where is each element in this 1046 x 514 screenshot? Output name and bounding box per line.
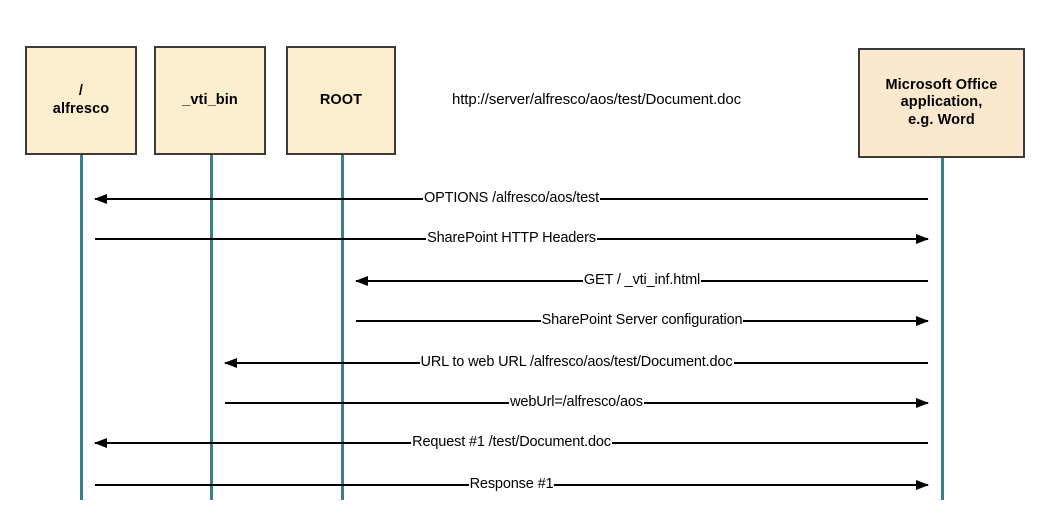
message-line-right bbox=[600, 198, 928, 200]
message-1: OPTIONS /alfresco/aos/test bbox=[94, 188, 928, 210]
participant-root[interactable]: ROOT bbox=[286, 46, 396, 155]
arrow-head-left-icon bbox=[94, 194, 107, 204]
message-line-left bbox=[94, 194, 423, 204]
arrow-head-right-icon bbox=[916, 480, 929, 490]
participant-office[interactable]: Microsoft Office application, e.g. Word bbox=[858, 48, 1025, 158]
message-label: GET / _vti_inf.html bbox=[583, 271, 701, 288]
message-4: SharePoint Server configuration bbox=[356, 310, 930, 332]
message-line-right bbox=[733, 362, 929, 364]
arrow-head-right-icon bbox=[916, 316, 930, 326]
participant-vti_bin[interactable]: _vti_bin bbox=[154, 46, 266, 155]
arrow-head-left-icon bbox=[224, 358, 237, 368]
message-line-left bbox=[224, 358, 420, 368]
message-label: OPTIONS /alfresco/aos/test bbox=[424, 189, 599, 206]
lifeline-vti_bin bbox=[210, 155, 213, 500]
arrow-head-left-icon bbox=[94, 438, 107, 448]
message-label: URL to web URL /alfresco/aos/test/Docume… bbox=[420, 353, 733, 370]
participant-alfresco[interactable]: / alfresco bbox=[25, 46, 137, 155]
lifeline-office bbox=[941, 158, 944, 500]
message-6: webUrl=/alfresco/aos bbox=[225, 392, 930, 414]
message-line-left bbox=[356, 320, 541, 322]
message-line-right bbox=[643, 398, 930, 408]
arrow-head-right-icon bbox=[916, 234, 930, 244]
lifeline-root bbox=[341, 155, 344, 500]
document-url-label: http://server/alfresco/aos/test/Document… bbox=[452, 91, 742, 108]
message-line-left bbox=[94, 438, 412, 448]
message-5: URL to web URL /alfresco/aos/test/Docume… bbox=[224, 352, 929, 374]
message-line-left bbox=[355, 276, 583, 286]
message-2: SharePoint HTTP Headers bbox=[95, 228, 930, 250]
message-line-right bbox=[611, 442, 929, 444]
message-line-right bbox=[701, 280, 928, 282]
message-line-left bbox=[225, 402, 510, 404]
message-label: webUrl=/alfresco/aos bbox=[510, 393, 643, 410]
message-line-right bbox=[554, 480, 929, 490]
message-label: SharePoint HTTP Headers bbox=[427, 229, 596, 246]
message-label: Request #1 /test/Document.doc bbox=[412, 433, 611, 450]
message-3: GET / _vti_inf.html bbox=[355, 270, 928, 292]
arrow-head-left-icon bbox=[355, 276, 368, 286]
message-label: SharePoint Server configuration bbox=[541, 311, 743, 328]
message-line-left bbox=[95, 484, 469, 486]
message-line-right bbox=[743, 316, 930, 326]
message-line-right bbox=[596, 234, 930, 244]
message-7: Request #1 /test/Document.doc bbox=[94, 432, 929, 454]
message-8: Response #1 bbox=[95, 474, 929, 496]
message-line-left bbox=[95, 238, 427, 240]
arrow-head-right-icon bbox=[916, 398, 930, 408]
lifeline-alfresco bbox=[80, 155, 83, 500]
message-label: Response #1 bbox=[469, 475, 554, 492]
